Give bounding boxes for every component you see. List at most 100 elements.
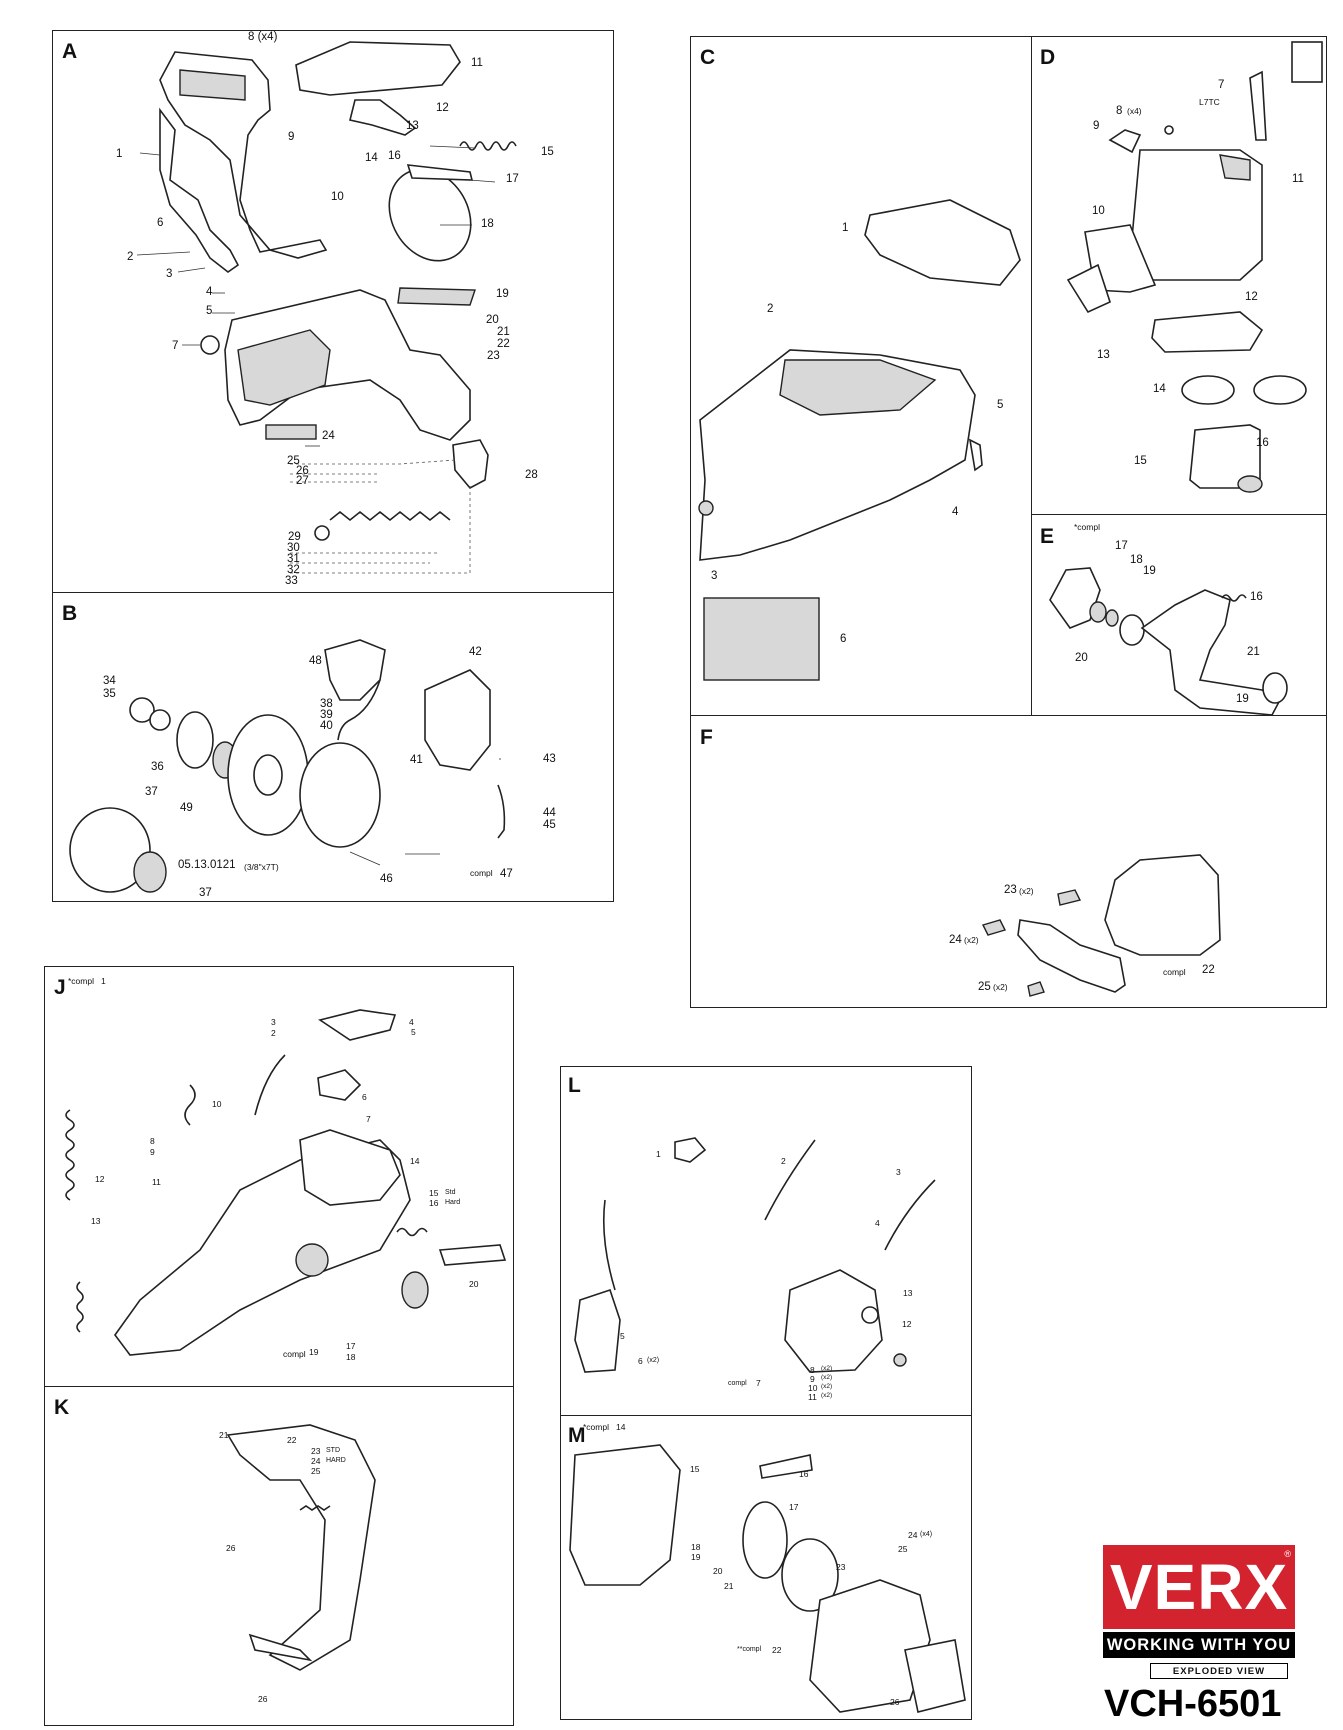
callout-e: 21 xyxy=(1247,646,1260,658)
callout-c: 6 xyxy=(840,633,847,645)
model-number: VCH-6501 xyxy=(1104,1683,1282,1725)
panel-k-label: K xyxy=(54,1396,70,1419)
callout-j: 13 xyxy=(91,1216,101,1226)
callout-k: 22 xyxy=(287,1435,297,1445)
panel-j-compl-num: 1 xyxy=(101,976,106,986)
callout-j: 5 xyxy=(411,1027,416,1037)
panel-f-label: F xyxy=(700,726,713,749)
callout-j: 9 xyxy=(150,1147,155,1157)
callout-b: (3/8"x7T) xyxy=(244,862,279,872)
callout-a: 19 xyxy=(496,288,509,300)
callout-l: (x2) xyxy=(821,1383,833,1390)
callout-d: L7TC xyxy=(1199,97,1220,107)
callout-b: 39 xyxy=(320,709,333,721)
panel-l-label: L xyxy=(568,1074,581,1097)
tagline: WORKING WITH YOU xyxy=(1103,1632,1295,1658)
callout-d: 10 xyxy=(1092,205,1105,217)
callout-c: 4 xyxy=(952,506,959,518)
callout-f: (x2) xyxy=(1019,886,1034,896)
callout-l: 13 xyxy=(903,1288,913,1298)
panel-f xyxy=(690,715,1327,1008)
panel-j-compl: *compl xyxy=(68,976,94,986)
callout-l: (x2) xyxy=(821,1365,833,1372)
callout-a: 30 xyxy=(287,542,300,554)
callout-l: 8 xyxy=(810,1365,815,1375)
callout-a: 17 xyxy=(506,173,519,185)
panel-d-label: D xyxy=(1040,46,1056,69)
callout-m: 17 xyxy=(789,1502,799,1512)
callout-l: (x2) xyxy=(821,1392,833,1399)
callout-a: 24 xyxy=(322,430,335,442)
callout-a: 22 xyxy=(497,338,510,350)
callout-f: 25 xyxy=(978,981,991,993)
callout-j: 10 xyxy=(212,1099,222,1109)
verx-logo: VERX ® xyxy=(1103,1545,1295,1629)
callout-b: 40 xyxy=(320,720,333,732)
rear-handle xyxy=(226,1424,376,1671)
callout-b: 43 xyxy=(543,753,556,765)
panel-b-leaders xyxy=(349,758,501,866)
callout-d: 12 xyxy=(1245,291,1258,303)
callout-b: 42 xyxy=(469,646,482,658)
panel-m-label: M xyxy=(568,1424,586,1447)
callout-j: 16 xyxy=(429,1198,439,1208)
callout-a: 9 xyxy=(288,131,295,143)
callout-j: 7 xyxy=(366,1114,371,1124)
callout-e: 16 xyxy=(1250,591,1263,603)
callout-d: 14 xyxy=(1153,383,1166,395)
callout-m: 26 xyxy=(890,1697,900,1707)
callout-a: 21 xyxy=(497,326,510,338)
callout-b: 38 xyxy=(320,698,333,710)
callout-j: 14 xyxy=(410,1156,420,1166)
callout-c: 3 xyxy=(711,570,718,582)
panel-b-label: B xyxy=(62,602,78,625)
callout-m: 21 xyxy=(724,1581,734,1591)
callout-j: compl xyxy=(283,1349,306,1359)
callout-f: compl xyxy=(1163,967,1186,977)
callout-d: 15 xyxy=(1134,455,1147,467)
callout-j: Hard xyxy=(445,1199,461,1206)
panel-e-compl: *compl xyxy=(1074,522,1100,532)
callout-j: 3 xyxy=(271,1017,276,1027)
callout-k: HARD xyxy=(326,1457,346,1464)
callout-k: 25 xyxy=(311,1466,321,1476)
callout-b: 34 xyxy=(103,675,116,687)
callout-l: 1 xyxy=(656,1149,661,1159)
callout-a: 14 xyxy=(365,152,378,164)
callout-b: 45 xyxy=(543,819,556,831)
callout-a: 13 xyxy=(406,120,419,132)
callout-j: 11 xyxy=(152,1177,161,1187)
callout-e: 19 xyxy=(1236,693,1249,705)
callout-e: 20 xyxy=(1075,652,1088,664)
callout-j: 2 xyxy=(271,1028,276,1038)
callout-a: 11 xyxy=(471,57,483,69)
callout-a: 29 xyxy=(288,531,301,543)
panel-a-label: A xyxy=(62,40,78,63)
callout-a: 3 xyxy=(166,268,173,280)
callout-b: 47 xyxy=(500,868,513,880)
callout-j: 8 xyxy=(150,1136,155,1146)
callout-m: 19 xyxy=(691,1552,701,1562)
callout-m: 16 xyxy=(799,1469,809,1479)
callout-m: 23 xyxy=(836,1562,846,1572)
callout-m: 25 xyxy=(898,1544,908,1554)
callout-l: 2 xyxy=(781,1156,786,1166)
callout-f: (x2) xyxy=(964,935,979,945)
callout-l: (x2) xyxy=(647,1357,660,1364)
callout-d: 16 xyxy=(1256,437,1269,449)
starter xyxy=(569,1444,966,1713)
callout-l: 10 xyxy=(808,1383,818,1393)
callout-k: 26 xyxy=(258,1694,268,1704)
callout-a: 12 xyxy=(436,102,449,114)
callout-k: STD xyxy=(326,1447,340,1454)
callout-j: 19 xyxy=(309,1347,319,1357)
callout-l: 3 xyxy=(896,1167,901,1177)
callout-a: 5 xyxy=(206,305,213,317)
callout-j: Std xyxy=(445,1189,456,1196)
panel-m-compl-num: 14 xyxy=(616,1422,626,1432)
callout-d: 9 xyxy=(1093,120,1100,132)
callout-f: (x2) xyxy=(993,982,1008,992)
callout-e: 19 xyxy=(1143,565,1156,577)
panel-e-label: E xyxy=(1040,525,1055,548)
callout-d: 13 xyxy=(1097,349,1110,361)
